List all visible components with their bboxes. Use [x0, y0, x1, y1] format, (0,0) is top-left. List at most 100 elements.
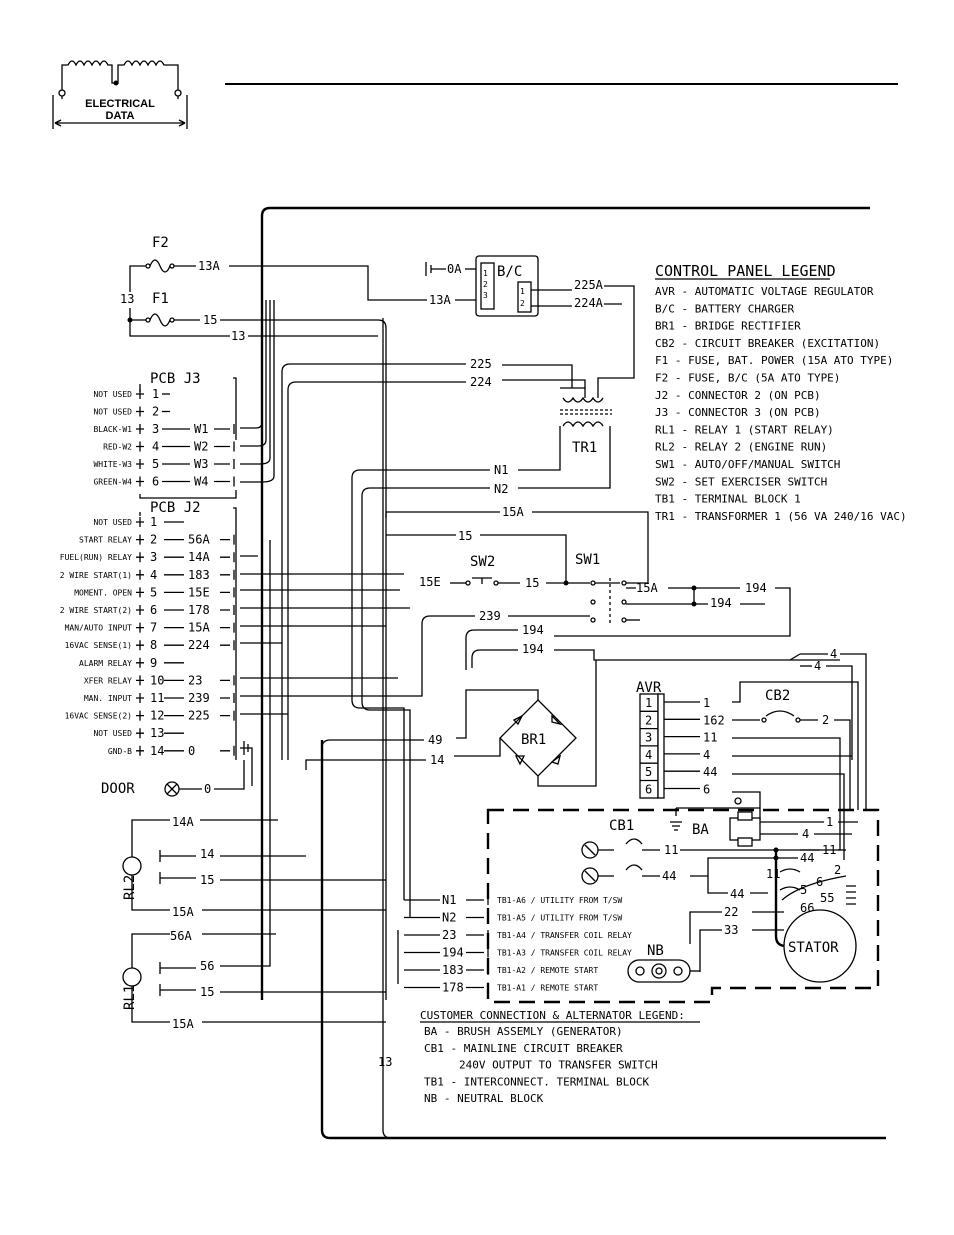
j2-pin-wire: 225 [188, 709, 210, 723]
j2-pin-number: 10 [150, 673, 164, 687]
j2-pin-label: ALARM RELAY [79, 659, 132, 668]
svg-text:224A: 224A [574, 296, 604, 310]
j3-pin-number: 2 [152, 405, 159, 419]
customer-legend-item: TB1 - INTERCONNECT. TERMINAL BLOCK [424, 1075, 650, 1088]
svg-text:1: 1 [483, 269, 488, 278]
j2-pin-label: MAN/AUTO INPUT [65, 624, 133, 633]
alternator-boundary [486, 808, 880, 1004]
svg-text:13A: 13A [429, 293, 451, 307]
svg-text:56: 56 [200, 959, 214, 973]
j2-pin-label: FUEL(RUN) RELAY [60, 553, 132, 562]
rl1-label: RL1 [122, 985, 138, 1010]
svg-text:56A: 56A [170, 929, 192, 943]
svg-text:15A: 15A [636, 581, 658, 595]
avr-pin-number: 6 [645, 783, 652, 797]
customer-legend-item: BA - BRUSH ASSEMLY (GENERATOR) [424, 1025, 623, 1038]
tb1-wire: 178 [442, 981, 464, 995]
svg-text:194: 194 [522, 623, 544, 637]
svg-text:13: 13 [231, 329, 245, 343]
svg-text:2: 2 [834, 863, 841, 877]
svg-text:22: 22 [724, 905, 738, 919]
svg-text:15: 15 [203, 313, 217, 327]
j3-pin-label: NOT USED [93, 408, 132, 417]
j2-pin-wire: 23 [188, 673, 202, 687]
legend-item: J3 - CONNECTOR 3 (ON PCB) [655, 406, 821, 419]
avr-pin-wire: 6 [703, 783, 710, 797]
j2-pin-wire: 239 [188, 691, 210, 705]
wire-13-bottom: 13 [378, 1055, 392, 1069]
svg-text:15: 15 [200, 873, 214, 887]
fuse-f2: F2 13A [129, 235, 427, 301]
j2-pin-number: 4 [150, 568, 157, 582]
j2-pin-wire: 178 [188, 603, 210, 617]
j2-pin-wire: 183 [188, 568, 210, 582]
svg-text:44: 44 [730, 887, 744, 901]
svg-text:194: 194 [522, 642, 544, 656]
customer-legend-item: 240V OUTPUT TO TRANSFER SWITCH [459, 1059, 658, 1072]
svg-text:0A: 0A [447, 262, 462, 276]
control-panel-legend: CONTROL PANEL LEGEND AVR - AUTOMATIC VOL… [655, 262, 907, 523]
j3-pin-label: RED-W2 [103, 443, 132, 452]
legend-item: TB1 - TERMINAL BLOCK 1 [655, 493, 801, 506]
j2-pin-label: MAN. INPUT [84, 694, 132, 703]
j2-pin-label: 16VAC SENSE(2) [65, 712, 132, 721]
j2-pin-number: 11 [150, 691, 164, 705]
main-frame-wire [260, 206, 870, 1000]
j2-pin-number: 8 [150, 638, 157, 652]
legend-title: CONTROL PANEL LEGEND [655, 262, 836, 280]
j3-pin-wire: W1 [194, 422, 208, 436]
svg-text:2: 2 [483, 280, 488, 289]
j2-pin-label: XFER RELAY [84, 676, 132, 685]
j2-pin-number: 1 [150, 515, 157, 529]
tb1-label: TB1-A3 / TRANSFER COIL RELAY [497, 949, 632, 958]
svg-text:5: 5 [800, 883, 807, 897]
customer-legend-item: CB1 - MAINLINE CIRCUIT BREAKER [424, 1042, 623, 1055]
svg-text:44: 44 [662, 869, 676, 883]
ba-label: BA [692, 822, 709, 838]
avr-pin-wire: 162 [703, 713, 725, 727]
svg-text:15A: 15A [502, 505, 524, 519]
j3-pin-number: 5 [152, 457, 159, 471]
svg-text:N2: N2 [494, 482, 508, 496]
j2-pin-label: 2 WIRE START(2) [60, 606, 132, 615]
svg-text:33: 33 [724, 923, 738, 937]
svg-text:4: 4 [814, 659, 821, 673]
bridge-rectifier-br1: BR1 49 14 [305, 660, 597, 787]
avr-pin-wire: 44 [703, 765, 717, 779]
j3-pin-wire: W2 [194, 440, 208, 454]
svg-text:239: 239 [479, 609, 501, 623]
rl2-label: RL2 [122, 875, 138, 900]
cb2-label: CB2 [765, 688, 790, 704]
legend-item: RL2 - RELAY 2 (ENGINE RUN) [655, 441, 827, 454]
j2-pin-label: 16VAC SENSE(1) [65, 641, 132, 650]
j3-pin-wire: W4 [194, 475, 208, 489]
svg-text:1: 1 [520, 287, 525, 296]
pcb-j2-label: PCB J2 [150, 500, 201, 516]
j2-pin-number: 9 [150, 656, 157, 670]
wire-13-long [382, 318, 392, 1139]
customer-legend-title: CUSTOMER CONNECTION & ALTERNATOR LEGEND: [420, 1009, 685, 1022]
tb1-wire: 183 [442, 963, 464, 977]
svg-text:225A: 225A [574, 278, 604, 292]
header-rule [225, 83, 898, 85]
transformer-tr1: TR1 N1 N2 [351, 387, 612, 918]
tr1-label: TR1 [572, 440, 597, 456]
j2-pin-number: 7 [150, 621, 157, 635]
j2-pin-number: 2 [150, 533, 157, 547]
tb1-label: TB1-A6 / UTILITY FROM T/SW [497, 896, 622, 905]
electrical-data-logo: ELECTRICAL DATA [52, 60, 188, 129]
j3-pin-label: NOT USED [93, 390, 132, 399]
legend-item: F1 - FUSE, BAT. POWER (15A ATO TYPE) [655, 354, 893, 367]
svg-text:15A: 15A [172, 1017, 194, 1031]
logo-line2: DATA [106, 110, 135, 122]
tb1-wire: 23 [442, 928, 456, 942]
bottom-bus-wire [320, 740, 886, 1140]
svg-text:44: 44 [800, 851, 814, 865]
brush-assembly: BA 1 4 [670, 797, 858, 847]
svg-text:11: 11 [766, 867, 780, 881]
avr-pin-number: 5 [645, 765, 652, 779]
